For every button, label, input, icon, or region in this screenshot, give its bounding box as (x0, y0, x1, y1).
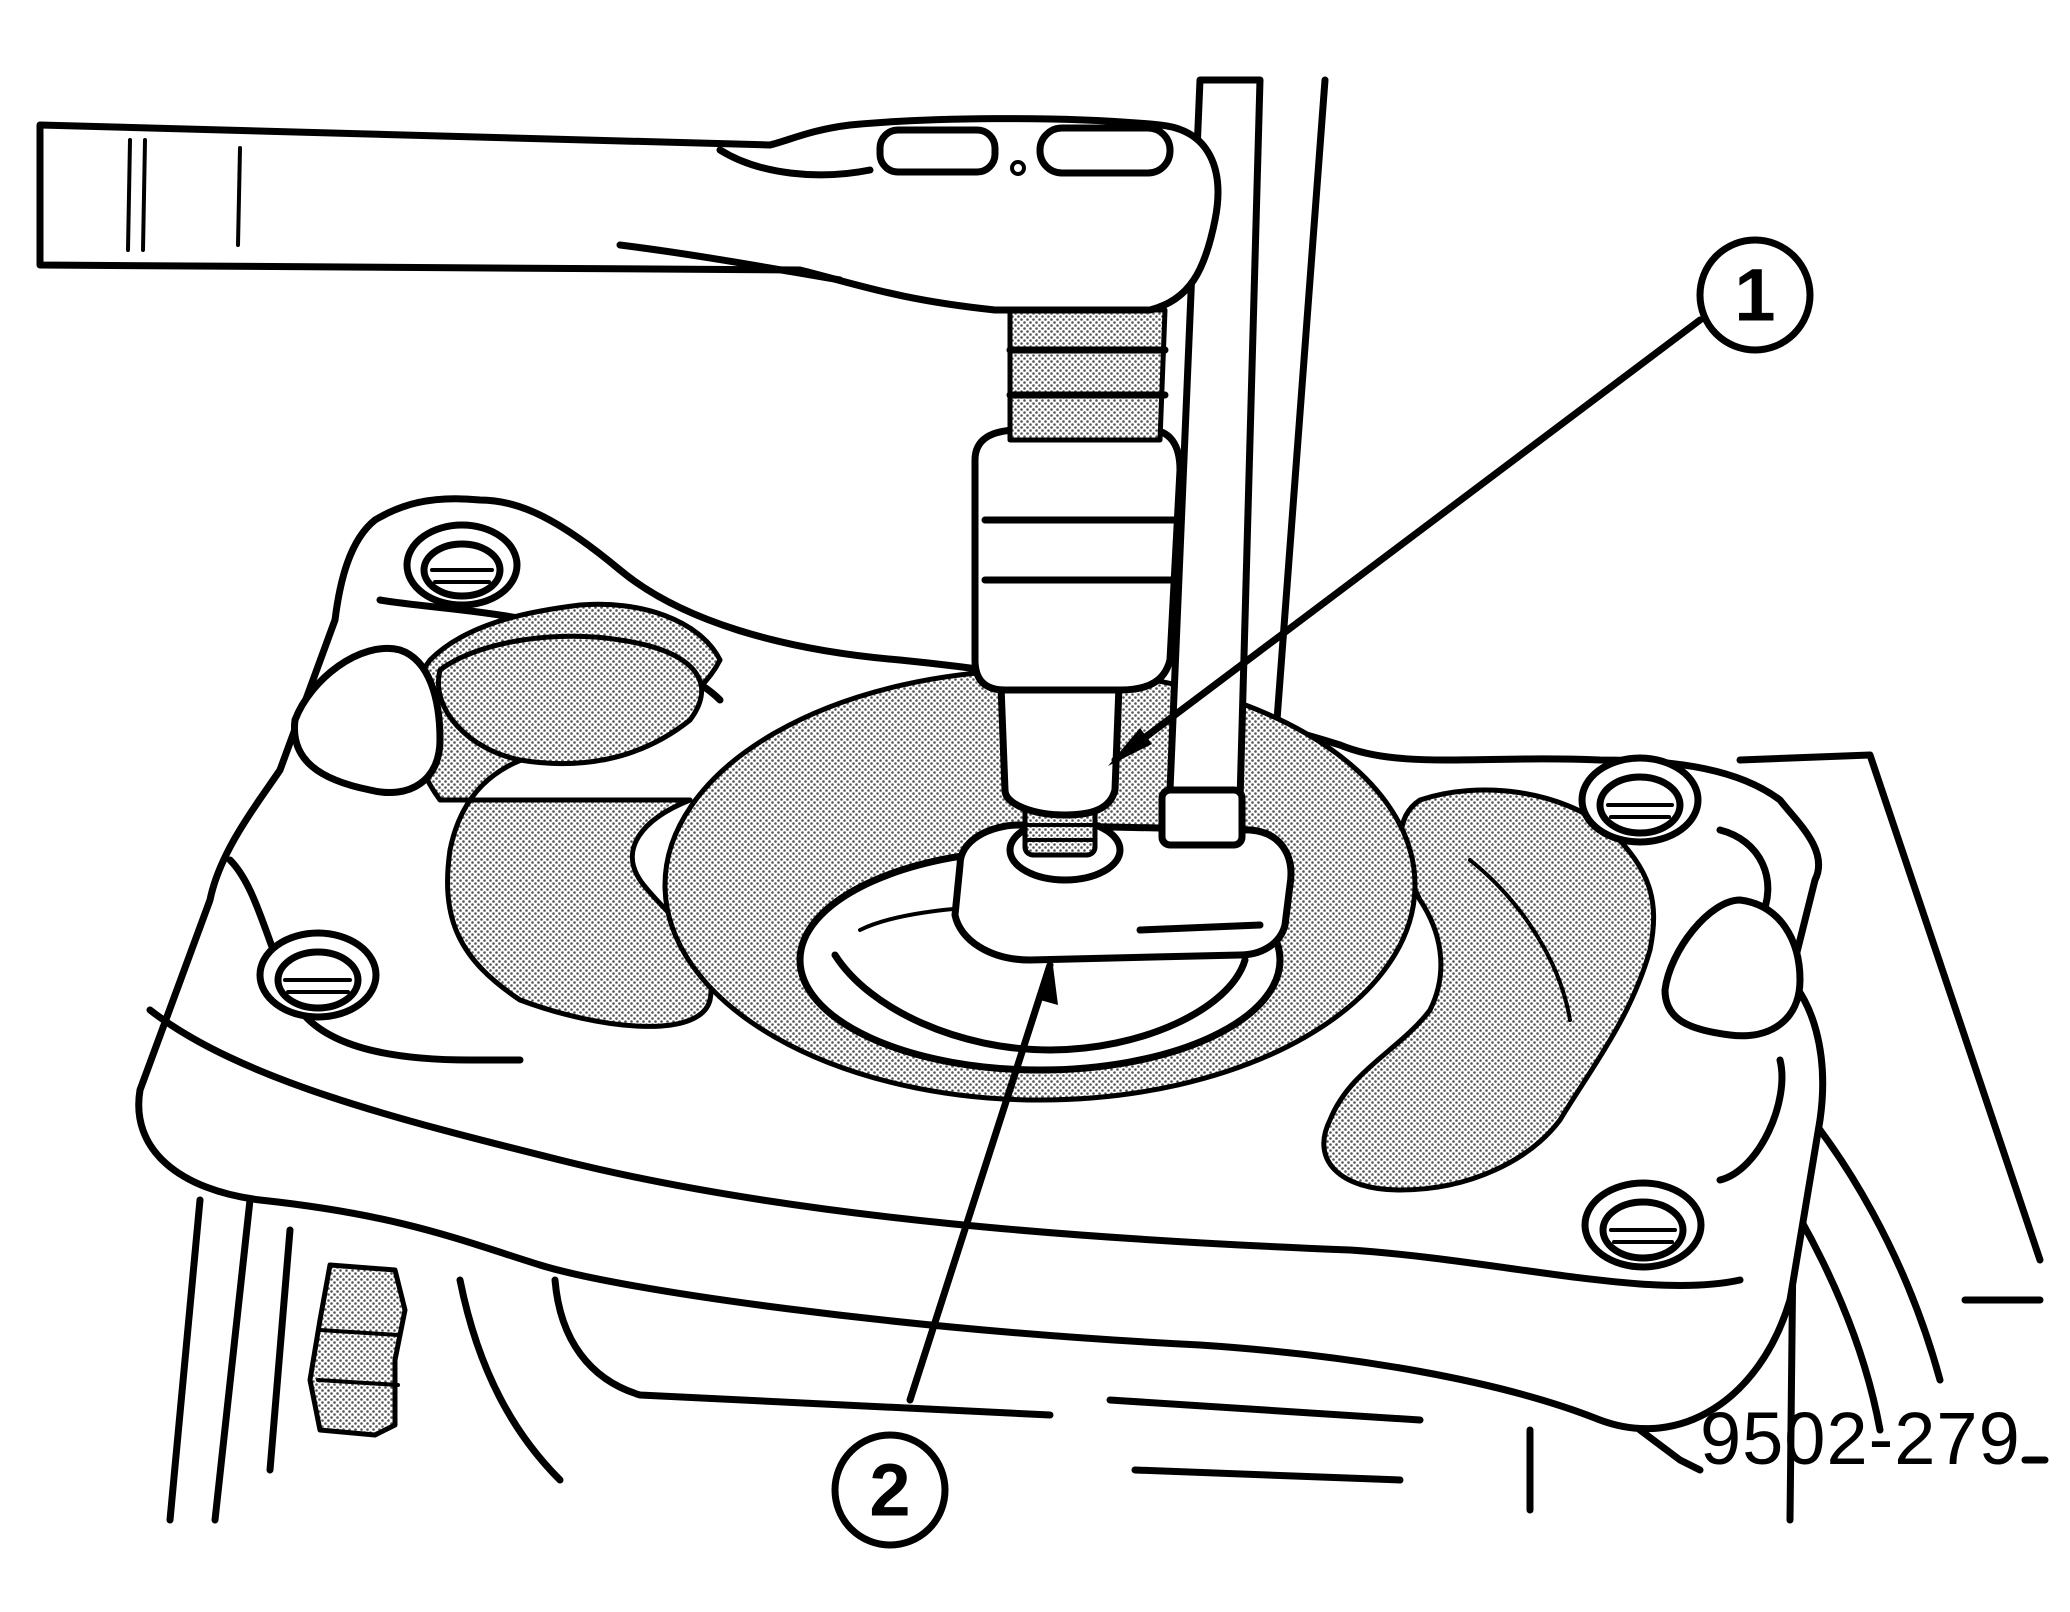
bolt-hole-top-right (1578, 754, 1702, 846)
callout-1: 1 (1696, 236, 1814, 354)
leader-line-2 (906, 961, 1054, 1404)
leader-arrow-2 (1040, 958, 1058, 1005)
ratchet-wrench (36, 115, 1222, 314)
boss-right (1661, 896, 1804, 1040)
gasket-right (1321, 787, 1657, 1193)
hex-bolt (307, 1262, 408, 1438)
callout-2: 2 (831, 1431, 949, 1549)
boss-left (290, 645, 444, 797)
leader-line-1 (1111, 316, 1704, 764)
bolt-hole-left (256, 929, 380, 1021)
callout-2-number: 2 (869, 1449, 910, 1532)
callout-1-number: 1 (1734, 254, 1775, 337)
bolt-hole-top-left (403, 521, 521, 609)
figure-id: 9502-279 (1700, 1397, 2021, 1480)
leader-arrow-1 (1108, 728, 1152, 766)
gasket-left (409, 601, 723, 1029)
puller-tool (971, 307, 1184, 819)
bolt-hole-bottom-right (1581, 1179, 1705, 1271)
